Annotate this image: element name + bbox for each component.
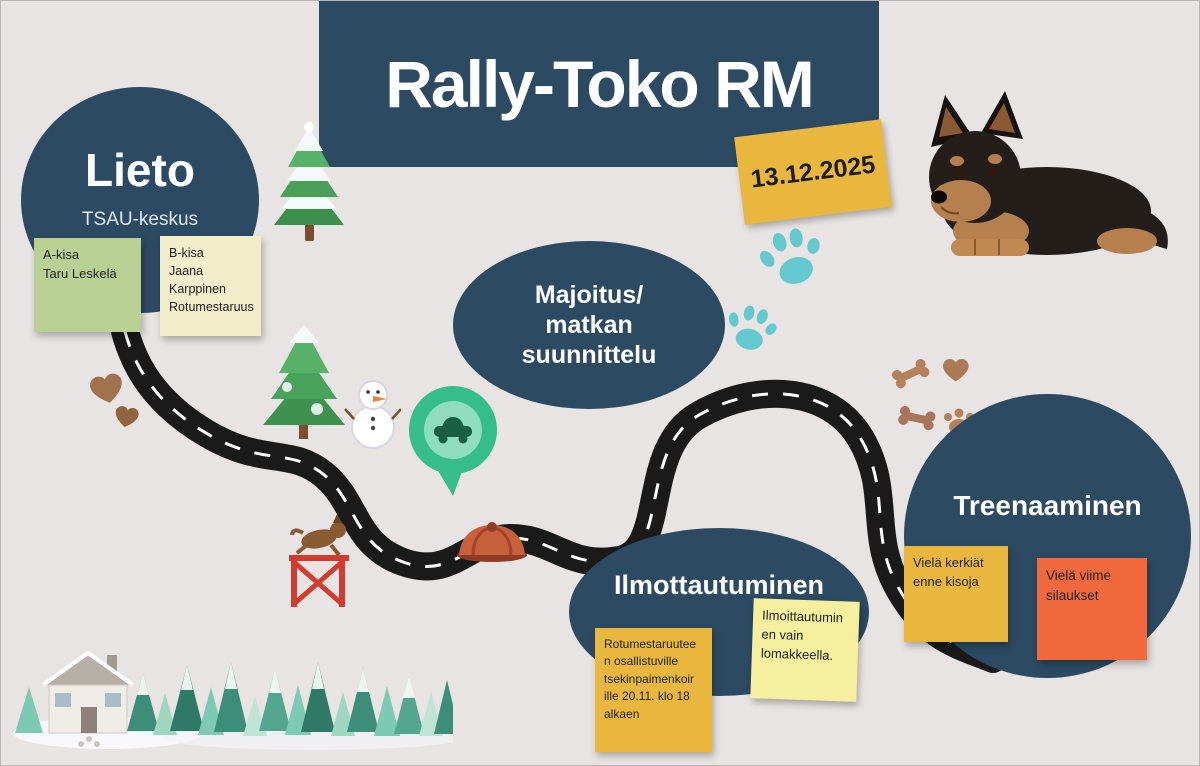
paw-print-icon — [759, 228, 820, 284]
lieto-title: Lieto — [85, 144, 195, 196]
sticky-note-b-kisa[interactable]: B-kisa Jaana Karppinen Rotumestaruus — [160, 236, 261, 336]
heart-treat-icon — [943, 359, 969, 382]
sticky-note-a-kisa[interactable]: A-kisa Taru Leskelä — [34, 238, 141, 332]
map-pin-car-icon[interactable] — [404, 384, 502, 499]
bone-icon — [898, 406, 936, 431]
page-title: Rally-Toko RM — [385, 47, 814, 121]
jumping-dog-icon — [290, 514, 346, 557]
bone-icon — [892, 359, 930, 389]
ilmottautuminen-label: Ilmottautuminen — [614, 570, 824, 600]
food-bowl-icon — [457, 522, 527, 562]
majoitus-label: Majoitus/ matkan suunnittelu — [521, 281, 657, 369]
treenaaminen-label: Treenaaminen — [953, 490, 1142, 521]
house-icon — [41, 650, 135, 747]
christmas-tree-icon — [274, 122, 344, 241]
date-sticky-note[interactable]: 13.12.2025 — [734, 119, 892, 225]
dog-illustration — [929, 91, 1168, 256]
sticky-note-training-2[interactable]: Vielä viime silaukset — [1037, 558, 1147, 660]
sticky-note-registration-info[interactable]: Rotumestaruutee n osallistuville tsekinp… — [595, 628, 712, 752]
sticky-note-training-1[interactable]: Vielä kerkiät enne kisoja — [904, 546, 1008, 642]
winter-village-illustration — [13, 650, 453, 750]
hearts-icon — [90, 373, 139, 428]
date-text: 13.12.2025 — [749, 150, 877, 194]
snowman-icon — [344, 380, 401, 449]
tree-snowman-icon — [263, 325, 401, 449]
lieto-subtitle: TSAU-keskus — [81, 209, 199, 230]
agility-jump-icon — [289, 514, 349, 607]
node-majoitus[interactable]: Majoitus/ matkan suunnittelu — [453, 241, 725, 409]
sticky-note-registration-form[interactable]: Ilmoittautumin en vain lomakkeella. — [750, 598, 860, 702]
paw-print-icon — [728, 305, 777, 350]
car-icon — [434, 417, 472, 444]
